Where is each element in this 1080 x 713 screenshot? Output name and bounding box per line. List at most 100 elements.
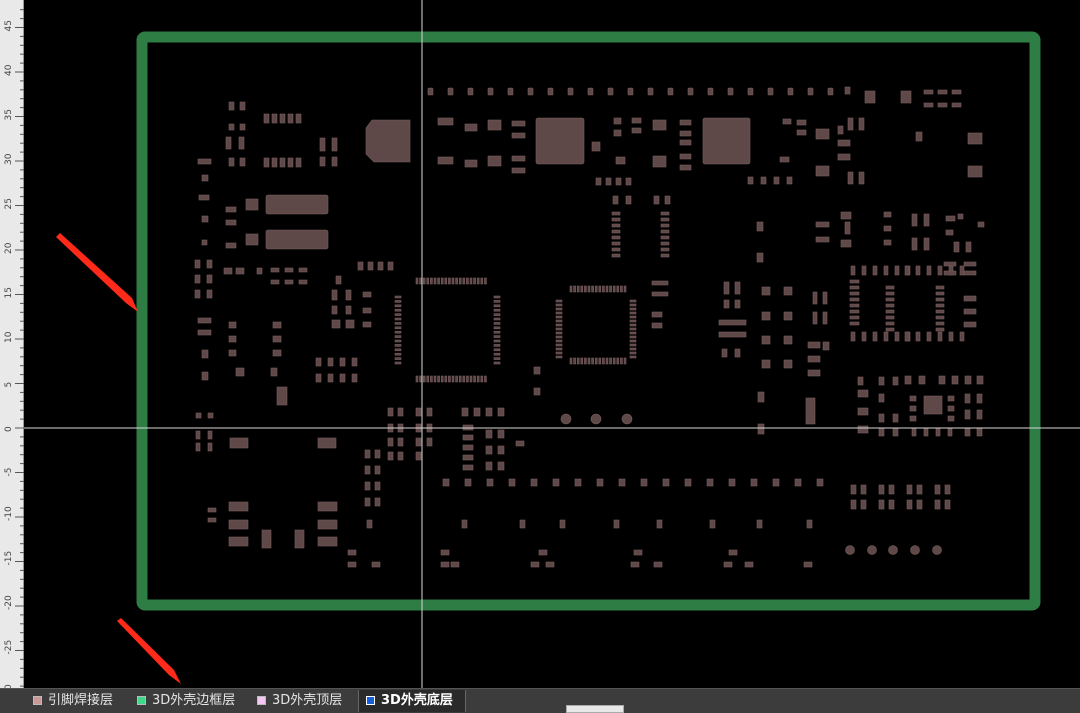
- pad: [298, 279, 308, 285]
- pad: [317, 437, 337, 449]
- pad: [850, 499, 857, 510]
- pad: [284, 267, 294, 273]
- pad: [394, 348, 402, 352]
- pad: [415, 375, 419, 383]
- pad: [734, 348, 741, 358]
- pad: [611, 241, 621, 246]
- pad: [587, 87, 594, 96]
- pad: [805, 397, 816, 425]
- pad: [587, 285, 591, 293]
- pad: [783, 335, 793, 345]
- pad: [761, 311, 771, 321]
- pad: [794, 478, 802, 487]
- pad: [493, 313, 501, 316]
- pad: [611, 247, 621, 252]
- pad: [315, 373, 322, 383]
- pad: [612, 195, 619, 205]
- pad: [651, 291, 669, 297]
- pad: [555, 303, 563, 307]
- horizontal-scrollbar-thumb[interactable]: [566, 705, 624, 713]
- ruler-label: 30: [4, 153, 14, 165]
- pcb-view[interactable]: [24, 0, 1080, 688]
- pcb-canvas[interactable]: [24, 0, 1080, 688]
- pad: [894, 265, 900, 276]
- pad: [803, 561, 813, 568]
- pad: [883, 265, 889, 276]
- pad: [397, 451, 404, 461]
- pad: [364, 449, 371, 459]
- pad: [591, 285, 594, 293]
- pad: [959, 265, 965, 276]
- pad: [860, 484, 867, 495]
- pad: [611, 211, 621, 216]
- pad: [272, 321, 282, 329]
- pad: [394, 304, 402, 308]
- pad: [426, 277, 430, 285]
- pad: [415, 277, 419, 285]
- layer-tab-pin-solder[interactable]: 引脚焊接层: [26, 690, 126, 712]
- pad: [782, 118, 792, 125]
- pad: [493, 339, 501, 343]
- pad: [860, 499, 867, 510]
- pad: [462, 464, 474, 471]
- pad: [883, 211, 892, 218]
- pad: [660, 241, 670, 246]
- layer-tab-3d-shell-top[interactable]: 3D外壳顶层: [250, 690, 354, 712]
- pad: [437, 117, 454, 126]
- pad: [967, 165, 983, 178]
- pad: [207, 517, 217, 523]
- pad: [419, 277, 422, 285]
- pad: [228, 501, 249, 512]
- pad: [653, 195, 660, 205]
- pad: [415, 451, 422, 461]
- pad: [476, 375, 480, 383]
- pad: [718, 319, 747, 326]
- pad: [660, 253, 670, 258]
- pad: [837, 139, 851, 147]
- pad: [787, 87, 794, 96]
- pad: [885, 309, 895, 314]
- pad: [493, 308, 501, 312]
- pad: [473, 407, 481, 417]
- pad: [926, 331, 932, 342]
- pad: [279, 157, 286, 168]
- pad: [555, 319, 563, 323]
- pad: [555, 347, 563, 351]
- pad: [458, 277, 462, 285]
- pad: [959, 331, 965, 342]
- pad: [462, 375, 466, 383]
- pad: [270, 367, 278, 377]
- pad: [827, 87, 834, 96]
- pad: [910, 545, 920, 555]
- pad: [906, 484, 913, 495]
- pad: [883, 239, 892, 246]
- pad: [629, 315, 637, 319]
- layer-tab-3d-shell-bottom[interactable]: 3D外壳底层: [358, 690, 466, 712]
- pad: [815, 236, 830, 243]
- pad: [450, 561, 460, 568]
- pad: [727, 87, 734, 96]
- pad: [387, 437, 394, 447]
- pad: [844, 221, 851, 235]
- pad: [362, 307, 372, 314]
- pad: [201, 239, 208, 246]
- pad: [397, 437, 404, 447]
- pad: [272, 349, 282, 357]
- pad: [440, 375, 444, 383]
- pad: [295, 157, 302, 168]
- pad: [757, 391, 765, 403]
- pad: [629, 343, 637, 347]
- pad: [888, 499, 895, 510]
- pad: [822, 291, 828, 305]
- pad: [629, 331, 637, 335]
- pad: [937, 89, 948, 95]
- pad: [591, 357, 594, 365]
- pad: [858, 171, 865, 185]
- pad: [485, 445, 493, 455]
- pad: [660, 247, 670, 252]
- pad: [447, 87, 454, 96]
- pad: [580, 357, 584, 365]
- pad: [480, 277, 484, 285]
- layer-tab-3d-shell-outline[interactable]: 3D外壳边框层: [130, 690, 246, 712]
